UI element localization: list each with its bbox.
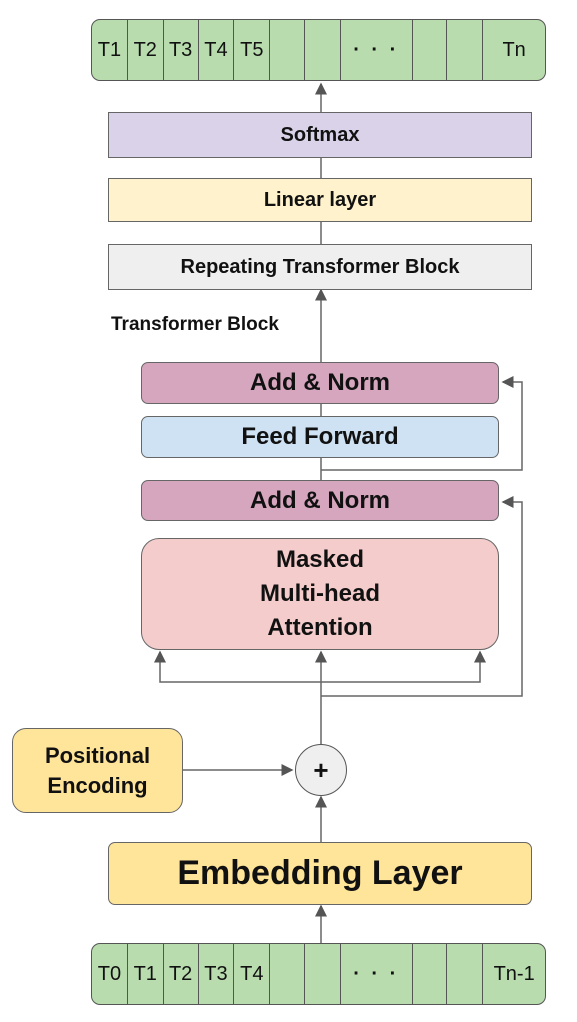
- softmax-label: Softmax: [280, 123, 360, 146]
- arrow-attention-right: [321, 650, 486, 683]
- input-token-cell: [305, 944, 341, 1004]
- add-norm-bottom-label: Add & Norm: [250, 486, 390, 514]
- output-token-cell: T2: [128, 20, 164, 80]
- input-token-cell: [447, 944, 484, 1004]
- feed-forward-box: Feed Forward: [141, 416, 499, 458]
- feed-forward-label: Feed Forward: [241, 423, 399, 450]
- output-token-cell: Tn: [502, 38, 526, 61]
- input-token-cell: T1: [128, 944, 164, 1004]
- attention-label-line3: Attention: [267, 614, 373, 641]
- residual-attention: [321, 496, 523, 697]
- input-token-cell: [413, 944, 448, 1004]
- output-token-cell: [305, 20, 341, 80]
- attention-label-line2: Multi-head: [260, 580, 380, 607]
- input-token-cell: Tn-1: [493, 962, 535, 985]
- masked-attention-box: Masked Multi-head Attention: [141, 538, 499, 650]
- input-token-cell: T2: [164, 944, 199, 1004]
- positional-encoding-line2: Encoding: [47, 772, 148, 798]
- positional-encoding-box: Positional Encoding: [12, 728, 183, 813]
- embedding-layer-label: Embedding Layer: [177, 854, 463, 892]
- embedding-layer-box: Embedding Layer: [108, 842, 532, 905]
- residual-feed-forward: [321, 376, 523, 471]
- output-token-cell: T4: [199, 20, 235, 80]
- repeating-block-box: Repeating Transformer Block: [108, 244, 532, 290]
- output-token-cell: [447, 20, 484, 80]
- add-norm-bottom-box: Add & Norm: [141, 480, 499, 521]
- linear-layer-box: Linear layer: [108, 178, 532, 222]
- output-token-cell: [270, 20, 306, 80]
- output-token-cell: · · ·: [341, 20, 413, 80]
- softmax-box: Softmax: [108, 112, 532, 158]
- output-token-cell: T3: [164, 20, 199, 80]
- output-token-cell: T5: [234, 20, 271, 80]
- input-token-cell: · · ·: [341, 944, 413, 1004]
- input-token-cell: T4: [234, 944, 271, 1004]
- plus-icon: +: [313, 754, 329, 785]
- output-token-cell: T1: [92, 20, 128, 80]
- linear-layer-label: Linear layer: [263, 188, 377, 211]
- input-token-cell: T0: [92, 944, 128, 1004]
- arrow-attention-left: [154, 650, 321, 683]
- add-norm-top-box: Add & Norm: [141, 362, 499, 404]
- repeating-block-label: Repeating Transformer Block: [180, 255, 460, 278]
- transformer-block-title: Transformer Block: [111, 314, 279, 335]
- addition-operator-circle: +: [295, 744, 347, 796]
- input-token-cell: T3: [199, 944, 235, 1004]
- positional-encoding-line1: Positional: [44, 742, 151, 768]
- output-token-cell: [413, 20, 448, 80]
- attention-label-line1: Masked: [275, 546, 365, 573]
- input-token-cell: [270, 944, 306, 1004]
- add-norm-top-label: Add & Norm: [250, 369, 390, 396]
